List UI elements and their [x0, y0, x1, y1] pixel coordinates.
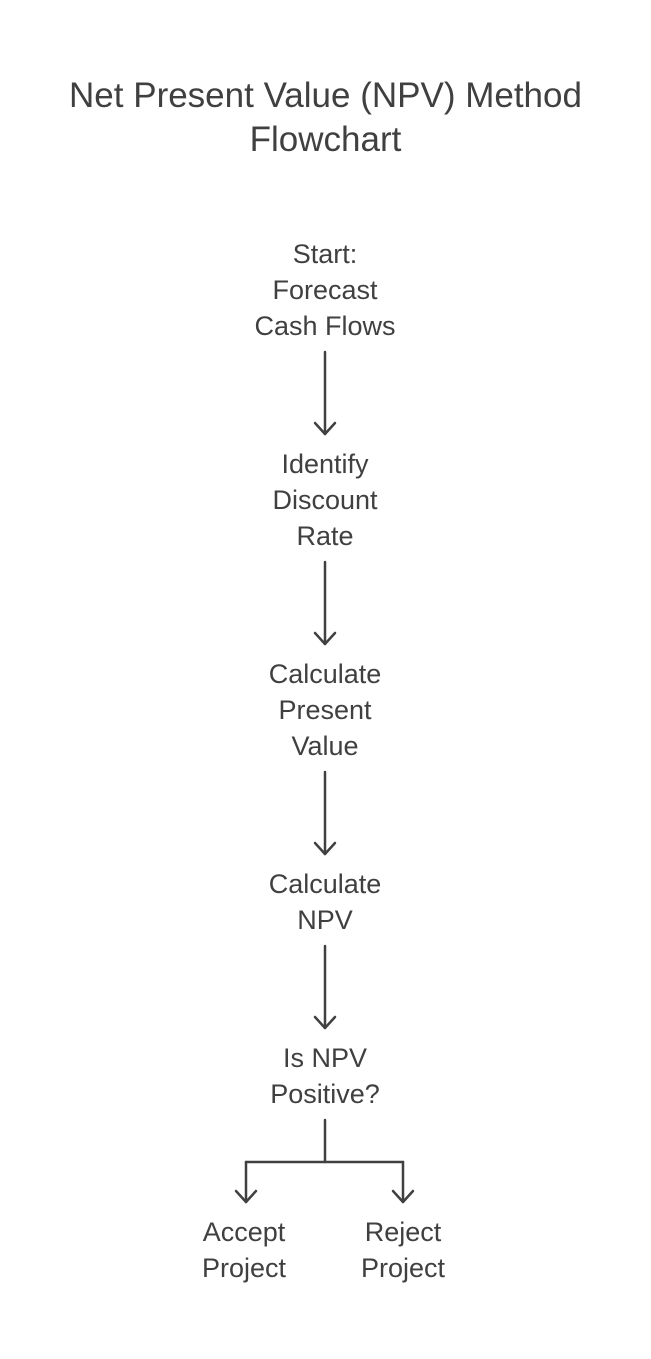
node-calculate-npv: Calculate NPV — [268, 869, 382, 935]
diagram-title: Net Present Value (NPV) Method Flowchart — [69, 76, 582, 159]
arrow-start-to-discount — [313, 350, 337, 436]
arrow-present-value-to-npv — [313, 770, 337, 856]
node-reject-project: Reject Project — [360, 1217, 446, 1283]
node-identify-discount-rate: Identify Discount Rate — [272, 449, 378, 551]
branch-decision-split — [244, 1118, 405, 1164]
arrow-to-accept-project — [234, 1160, 258, 1204]
node-accept-project: Accept Project — [201, 1217, 287, 1283]
arrow-to-reject-project — [391, 1160, 415, 1204]
node-start-forecast-cash-flows: Start: Forecast Cash Flows — [254, 239, 396, 341]
arrow-npv-to-decision — [313, 944, 337, 1030]
node-calculate-present-value: Calculate Present Value — [268, 659, 382, 761]
node-decision-npv-positive: Is NPV Positive? — [270, 1043, 380, 1109]
arrow-discount-to-present-value — [313, 560, 337, 646]
